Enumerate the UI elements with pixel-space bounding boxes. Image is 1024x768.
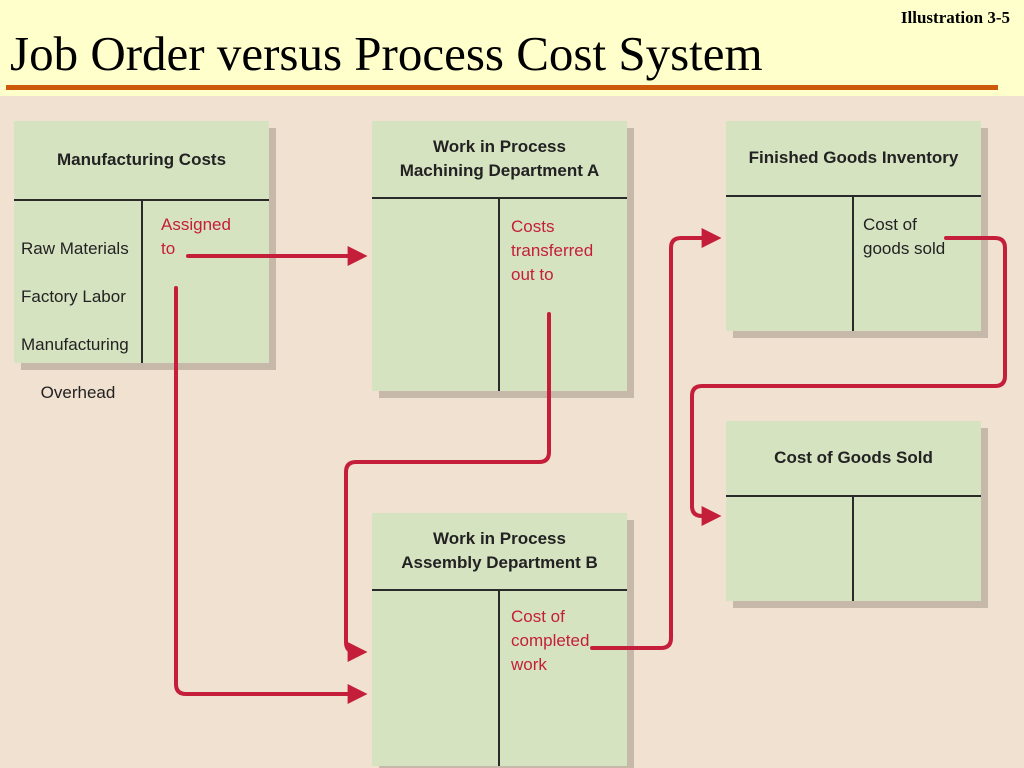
account-title-line2: Machining Department A [399, 161, 600, 180]
credit-text: Cost of completed work [511, 607, 590, 674]
title-underline [6, 85, 998, 90]
debit-line: Factory Labor [21, 287, 126, 306]
account-wip-machining-a: Work in Process Machining Department A C… [372, 121, 627, 391]
account-divider [498, 591, 500, 766]
account-divider [852, 197, 854, 331]
account-title-line1: Work in Process [433, 529, 566, 548]
credit-text: Cost of goods sold [863, 215, 946, 258]
flow-arrow-wip-b-to-finished-goods [590, 228, 722, 650]
account-finished-goods-inventory: Finished Goods Inventory Cost of goods s… [726, 121, 981, 331]
account-title: Work in Process Machining Department A [372, 121, 627, 199]
account-cost-of-goods-sold: Cost of Goods Sold [726, 421, 981, 601]
debit-lines: Raw Materials Factory Labor Manufacturin… [16, 213, 140, 429]
credit-text: Assigned to [161, 215, 231, 258]
debit-line: Raw Materials [21, 239, 129, 258]
flow-arrow-finished-goods-to-cogs [690, 236, 1007, 526]
slide-title: Job Order versus Process Cost System [10, 26, 763, 81]
credit-text: Costs transferred out to [511, 217, 594, 284]
flow-arrow-mfg-to-wip-b [174, 286, 368, 704]
account-divider [852, 497, 854, 601]
account-title: Manufacturing Costs [14, 121, 269, 201]
account-wip-assembly-b: Work in Process Assembly Department B Co… [372, 513, 627, 766]
flow-arrow-wip-a-to-wip-b [344, 312, 551, 662]
account-divider [498, 199, 500, 391]
account-manufacturing-costs: Manufacturing Costs Raw Materials Factor… [14, 121, 269, 402]
account-title-line2: Assembly Department B [401, 553, 598, 572]
account-title: Work in Process Assembly Department B [372, 513, 627, 591]
account-title: Cost of Goods Sold [726, 421, 981, 497]
account-title: Finished Goods Inventory [726, 121, 981, 197]
debit-line: Overhead [40, 383, 116, 402]
debit-line: Manufacturing [21, 335, 129, 354]
account-title-line1: Work in Process [433, 137, 566, 156]
illustration-label: Illustration 3-5 [900, 8, 1010, 27]
account-divider [141, 201, 143, 363]
